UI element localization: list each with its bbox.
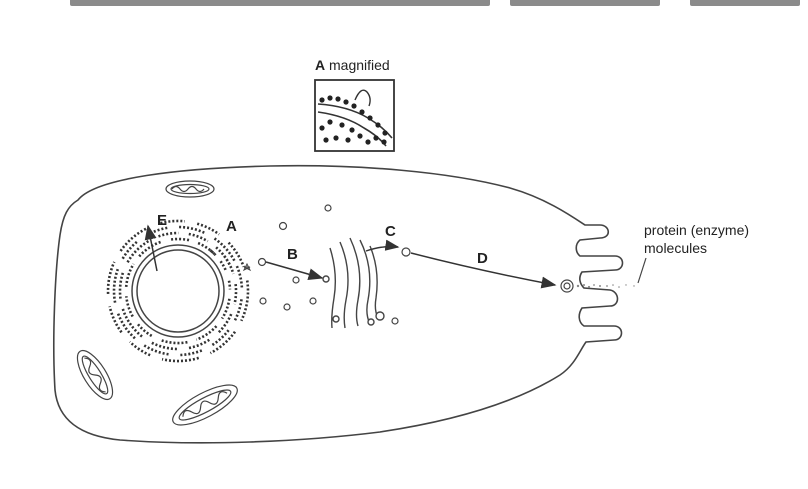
ribosome-dot (327, 119, 332, 124)
label-C: C (385, 223, 396, 240)
rough-er-segment (151, 342, 177, 349)
rough-er-segment (138, 324, 152, 336)
rough-er-segment (159, 233, 179, 236)
rough-er-segment (114, 269, 118, 302)
rough-er-segment (120, 272, 123, 299)
ribosome-dot (327, 95, 332, 100)
ribosome-dot (359, 109, 364, 114)
rough-er-segment (197, 224, 219, 235)
rough-er-segment (237, 266, 242, 288)
label-D: D (477, 250, 488, 267)
rough-er-segment (179, 227, 204, 233)
protein-label: protein (enzyme) molecules (644, 221, 749, 257)
mitochondrion-bottom (168, 378, 243, 433)
nucleus (132, 245, 224, 337)
ribosome-dot (367, 115, 372, 120)
ribosome-dot (319, 97, 324, 102)
rough-er-segment (189, 234, 208, 241)
inset-caption: A magnified (315, 57, 390, 73)
ribosome-dot (323, 137, 328, 142)
ribosome-dot (339, 122, 344, 127)
rough-er-segment (130, 342, 150, 355)
rough-er-segment (126, 296, 132, 316)
rough-er-segment (121, 227, 149, 251)
rough-er-segment (221, 261, 227, 272)
rough-er-segment (229, 243, 244, 267)
ribosome-dot (345, 137, 350, 142)
inset-box (315, 80, 394, 151)
inset-letter: A (315, 57, 325, 73)
rough-er-segment (160, 340, 187, 343)
label-A: A (226, 218, 237, 235)
ribosome-dot (381, 139, 386, 144)
rough-er-segment (235, 284, 237, 304)
protein-label-line1: protein (enzyme) (644, 221, 749, 239)
ribosome-dot (349, 127, 354, 132)
label-B: B (287, 246, 298, 263)
ribosome-dot (319, 125, 324, 130)
ribosome-dot (335, 96, 340, 101)
protein-pointer (638, 258, 646, 283)
arrow-B (266, 262, 322, 278)
er-star (244, 264, 250, 270)
ribosome-dot (357, 133, 362, 138)
golgi-apparatus (323, 238, 384, 328)
secretory-vesicle (561, 280, 573, 292)
ribosome-dot (333, 135, 338, 140)
rough-er-segment (235, 299, 242, 320)
label-E: E (157, 212, 167, 229)
rough-er-segment (218, 314, 232, 333)
ribosome-dot (365, 139, 370, 144)
ribosome-dot (382, 130, 387, 135)
protein-label-line2: molecules (644, 239, 749, 257)
ribosome-dot (343, 99, 348, 104)
rough-er (108, 221, 248, 361)
rough-er-segment (229, 281, 230, 290)
mitochondrion-top (166, 181, 214, 197)
rough-er-segment (171, 239, 189, 240)
rough-er-segment (162, 358, 199, 361)
rough-er-segment (180, 350, 202, 355)
rough-er-segment (123, 309, 142, 337)
rough-er-segment (187, 340, 209, 349)
inset-caption-text: magnified (329, 57, 390, 73)
mitochondrion-bottom-left (71, 345, 119, 404)
ribosome-dot (375, 122, 380, 127)
rough-er-segment (196, 326, 216, 340)
ribosome-dot (373, 135, 378, 140)
ribosome-dot (351, 103, 356, 108)
rough-er-segment (123, 242, 137, 259)
rough-er-segment (210, 332, 235, 353)
